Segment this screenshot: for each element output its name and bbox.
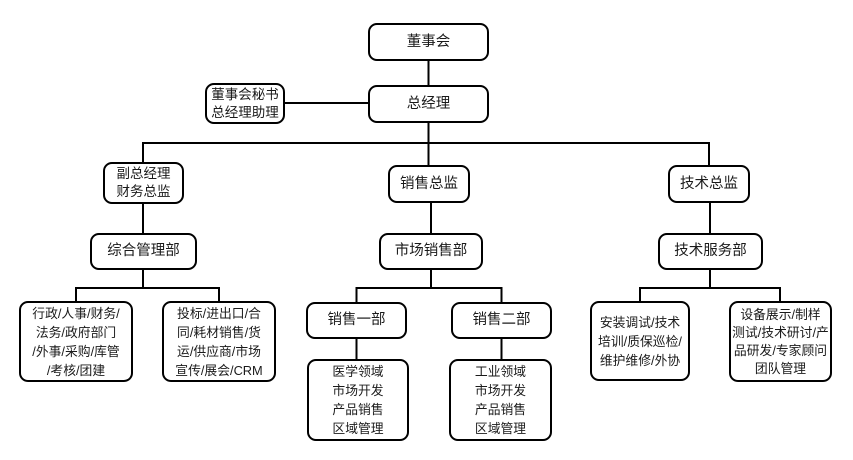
org-node-service-functions-line1: 安装调试/技术 bbox=[599, 314, 681, 330]
org-node-bidding-functions-line2: 同/耗材销售/货 bbox=[177, 324, 261, 340]
org-node-admin-functions: 行政/人事/财务/ 法务/政府部门 /外事/采购/库管 /考核/团建 bbox=[19, 301, 133, 382]
org-node-general-admin-dept: 综合管理部 bbox=[90, 233, 197, 270]
org-node-general-manager-label: 总经理 bbox=[406, 95, 451, 112]
org-node-sales-dept-1: 销售一部 bbox=[306, 302, 407, 339]
org-node-sales-dept-1-label: 销售一部 bbox=[327, 312, 386, 328]
org-node-medical-functions-line4: 区域管理 bbox=[332, 421, 384, 436]
org-node-demo-rd-functions-line1: 设备展示/制样 bbox=[740, 306, 821, 322]
org-node-medical-functions-line1: 医学领域 bbox=[332, 364, 384, 379]
org-node-bidding-functions-line4: 宣传/展会/CRM bbox=[175, 362, 263, 378]
org-node-service-functions: 安装调试/技术 培训/质保巡检/ 维护维修/外协 bbox=[590, 301, 690, 381]
org-node-marketing-sales-dept: 市场销售部 bbox=[379, 233, 483, 270]
org-node-board: 董事会 bbox=[368, 23, 489, 61]
connector-marketingdept-split-rail bbox=[355, 287, 503, 303]
org-node-industrial-functions-line3: 产品销售 bbox=[474, 402, 527, 417]
org-node-sales-director: 销售总监 bbox=[388, 165, 470, 203]
org-node-board-label: 董事会 bbox=[406, 33, 451, 50]
org-node-industrial-functions-line1: 工业领域 bbox=[474, 364, 527, 379]
connector-distribution-rail bbox=[142, 142, 710, 166]
org-node-sales-director-label: 销售总监 bbox=[400, 175, 458, 192]
org-node-general-admin-dept-label: 综合管理部 bbox=[107, 243, 180, 259]
org-node-demo-rd-functions-line2: 测试/技术研讨/产 bbox=[732, 324, 829, 340]
org-node-deputy-gm-cfo-line1: 副总经理 bbox=[116, 166, 171, 181]
org-node-demo-rd-functions: 设备展示/制样 测试/技术研讨/产 品研发/专家顾问 团队管理 bbox=[729, 301, 832, 382]
org-node-medical-functions-line2: 市场开发 bbox=[332, 383, 384, 398]
org-node-tech-director: 技术总监 bbox=[668, 165, 750, 203]
org-node-admin-functions-line4: /考核/团建 bbox=[46, 362, 106, 378]
org-node-demo-rd-functions-line4: 团队管理 bbox=[754, 360, 807, 376]
org-node-tech-service-dept-label: 技术服务部 bbox=[674, 243, 747, 259]
connector-techservice-split-rail bbox=[639, 287, 781, 302]
org-node-deputy-gm-cfo-line2: 财务总监 bbox=[116, 184, 171, 199]
org-node-service-functions-line2: 培训/质保巡检/ bbox=[598, 333, 682, 349]
org-node-medical-functions-line3: 产品销售 bbox=[332, 402, 384, 417]
org-node-general-manager: 总经理 bbox=[368, 85, 489, 123]
org-node-marketing-sales-dept-label: 市场销售部 bbox=[394, 243, 468, 259]
org-node-medical-functions: 医学领域 市场开发 产品销售 区域管理 bbox=[307, 359, 409, 441]
org-node-tech-director-label: 技术总监 bbox=[680, 175, 738, 192]
org-node-sales-dept-2-label: 销售二部 bbox=[472, 312, 531, 328]
org-node-deputy-gm-cfo: 副总经理 财务总监 bbox=[103, 162, 184, 204]
org-node-industrial-functions-line4: 区域管理 bbox=[474, 421, 527, 436]
org-node-bidding-functions-line3: 运/供应商/市场 bbox=[177, 343, 261, 359]
org-node-industrial-functions: 工业领域 市场开发 产品销售 区域管理 bbox=[449, 359, 552, 441]
org-node-service-functions-line3: 维护维修/外协 bbox=[599, 352, 681, 368]
org-node-admin-functions-line2: 法务/政府部门 bbox=[35, 324, 117, 340]
org-node-secretary-assistant-line2: 总经理助理 bbox=[211, 104, 279, 120]
org-node-bidding-functions-line1: 投标/进出口/合 bbox=[177, 305, 261, 321]
org-node-tech-service-dept: 技术服务部 bbox=[658, 233, 763, 270]
org-node-sales-dept-2: 销售二部 bbox=[451, 302, 552, 339]
org-node-bidding-functions: 投标/进出口/合 同/耗材销售/货 运/供应商/市场 宣传/展会/CRM bbox=[162, 301, 276, 382]
org-node-secretary-assistant: 董事会秘书 总经理助理 bbox=[205, 83, 285, 124]
org-node-industrial-functions-line2: 市场开发 bbox=[474, 383, 527, 398]
org-node-secretary-assistant-line1: 董事会秘书 bbox=[211, 86, 279, 102]
connector-admindept-split-rail bbox=[75, 287, 220, 302]
org-node-admin-functions-line1: 行政/人事/财务/ bbox=[32, 305, 120, 321]
org-node-admin-functions-line3: /外事/采购/库管 bbox=[32, 343, 120, 359]
org-node-demo-rd-functions-line3: 品研发/专家顾问 bbox=[733, 342, 828, 358]
